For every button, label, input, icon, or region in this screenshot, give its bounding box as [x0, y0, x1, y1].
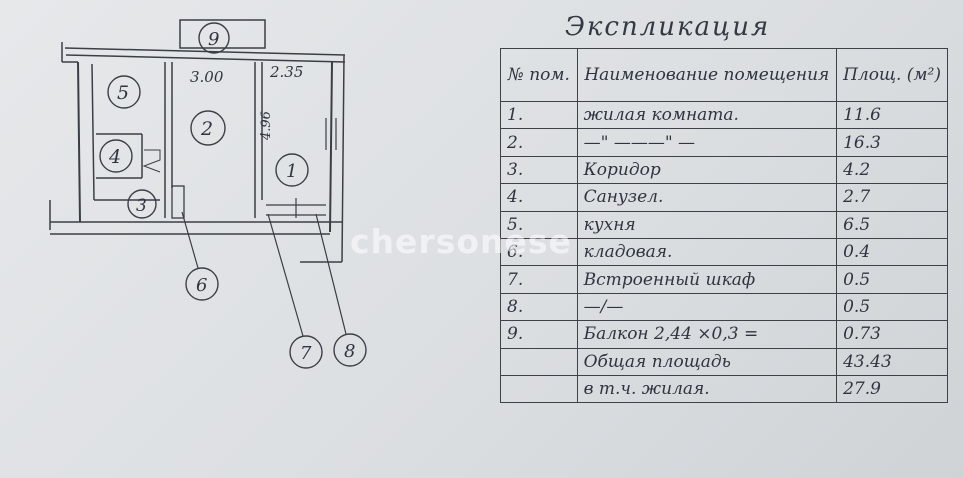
row-name: Санузел.: [576, 183, 838, 212]
table-row: 8. —/— 0.5: [500, 292, 948, 322]
dim-height-right: 4.96: [259, 111, 274, 141]
row-num: 2.: [500, 128, 578, 157]
balcony: [179, 19, 266, 49]
table-title: Экспликация: [565, 12, 771, 42]
marker-7: 7: [300, 343, 312, 364]
row-area: 16.3: [836, 128, 948, 157]
row-area: 4.2: [836, 155, 948, 185]
row-area: 43.43: [836, 347, 948, 376]
row-num: 6.: [500, 237, 578, 267]
explication-table: № пом. Наименование помещения Площ. (м²)…: [500, 48, 948, 404]
row-num: [500, 374, 578, 404]
row-area: 6.5: [836, 210, 948, 239]
table-row: 9. Балкон 2,44 ×0,3 = 0.73: [500, 320, 948, 349]
header-name: Наименование помещения: [576, 48, 838, 102]
marker-8: 8: [344, 341, 355, 362]
row-area: 2.7: [836, 183, 948, 212]
row-name: в т.ч. жилая.: [576, 374, 838, 404]
table-row: 2. —" ———" — 16.3: [500, 128, 948, 157]
marker-9: 9: [208, 29, 219, 50]
row-num: 1.: [500, 100, 578, 130]
table-header-row: № пом. Наименование помещения Площ. (м²): [500, 48, 948, 102]
row-num: 9.: [500, 320, 578, 349]
marker-1: 1: [286, 161, 297, 182]
table-row: 1. жилая комната. 11.6: [500, 100, 948, 130]
watermark: chersonese: [350, 222, 572, 261]
table-row: 3. Коридор 4.2: [500, 155, 948, 185]
row-num: 3.: [500, 155, 578, 185]
marker-5: 5: [117, 82, 129, 104]
row-area: 0.5: [836, 292, 948, 322]
header-num: № пом.: [500, 48, 578, 102]
marker-2: 2: [200, 118, 213, 140]
table-row: 4. Санузел. 2.7: [500, 183, 948, 212]
row-name: —" ———" —: [576, 128, 838, 157]
dim-width-right: 2.35: [269, 63, 303, 81]
table-row-total: Общая площадь 43.43: [500, 347, 948, 376]
row-num: 8.: [500, 292, 578, 322]
row-num: 7.: [500, 265, 578, 294]
row-area: 11.6: [836, 100, 948, 130]
table-row-living: в т.ч. жилая. 27.9: [500, 374, 948, 404]
row-name: Коридор: [576, 155, 838, 185]
header-area: Площ. (м²): [836, 48, 948, 102]
row-name: кладовая.: [576, 237, 838, 267]
row-name: Балкон 2,44 ×0,3 =: [576, 320, 838, 349]
row-area: 0.4: [836, 237, 948, 267]
marker-3: 3: [136, 196, 147, 216]
row-area: 27.9: [836, 374, 948, 404]
row-area: 0.73: [836, 320, 948, 349]
dim-width-top: 3.00: [190, 68, 224, 86]
row-area: 0.5: [836, 265, 948, 294]
row-num: [500, 347, 578, 376]
row-num: 4.: [500, 183, 578, 212]
row-name: —/—: [576, 292, 838, 322]
marker-6: 6: [196, 275, 207, 296]
row-name: кухня: [576, 210, 838, 239]
table-row: 7. Встроенный шкаф 0.5: [500, 265, 948, 294]
marker-4: 4: [108, 146, 121, 168]
row-name: жилая комната.: [576, 100, 838, 130]
row-name: Встроенный шкаф: [576, 265, 838, 294]
row-name: Общая площадь: [576, 347, 838, 376]
